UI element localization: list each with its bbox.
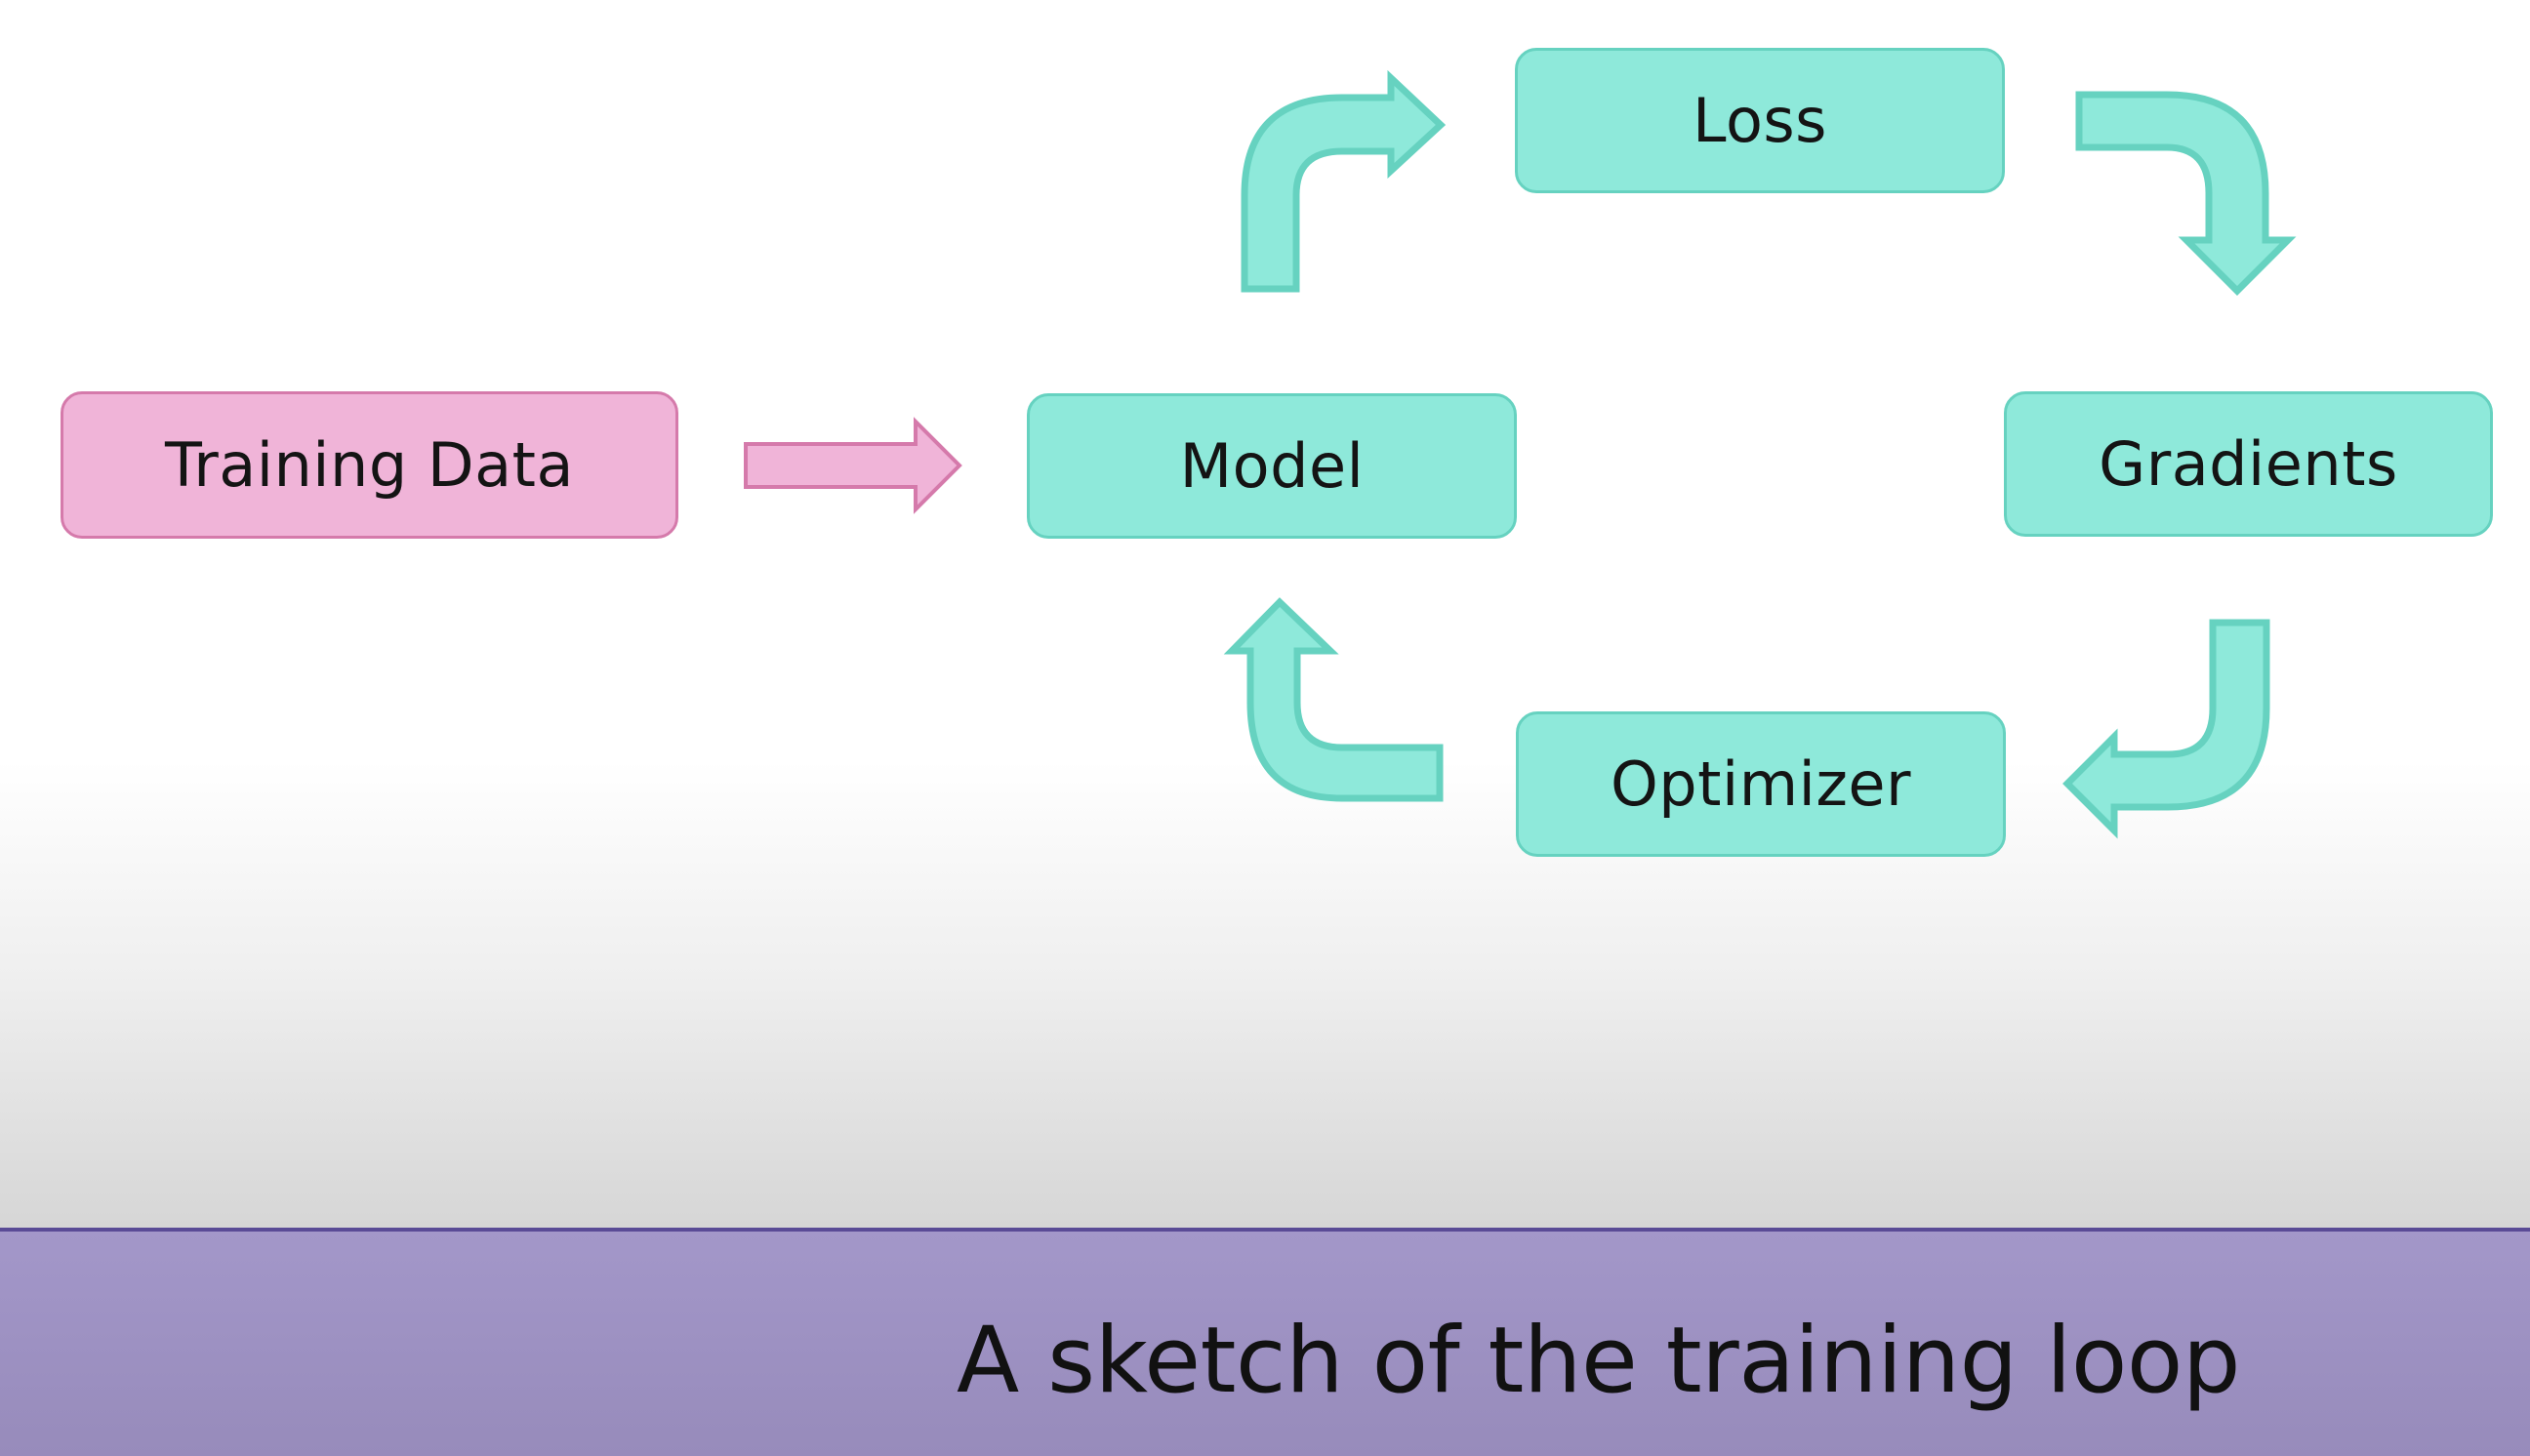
data-to-model-arrow	[744, 417, 962, 514]
caption-text: A sketch of the training loop	[957, 1308, 2241, 1414]
model-node: Model	[1027, 393, 1517, 539]
optimizer-label: Optimizer	[1611, 748, 1911, 820]
model-to-loss-arrow	[1241, 69, 1447, 293]
loss-to-gradients-arrow	[2075, 91, 2297, 296]
diagram-arrows	[744, 69, 2297, 839]
optimizer-node: Optimizer	[1516, 711, 2006, 857]
gradients-node: Gradients	[2004, 391, 2493, 537]
caption-bar	[0, 1228, 2530, 1456]
training-data-node: Training Data	[61, 391, 678, 539]
gradients-to-optimizer-arrow	[2062, 619, 2270, 839]
model-label: Model	[1179, 430, 1365, 502]
training-data-label: Training Data	[165, 429, 574, 501]
gradients-label: Gradients	[2099, 428, 2398, 500]
loss-node: Loss	[1515, 48, 2005, 193]
optimizer-to-model-arrow	[1223, 597, 1444, 802]
loss-label: Loss	[1693, 85, 1827, 156]
